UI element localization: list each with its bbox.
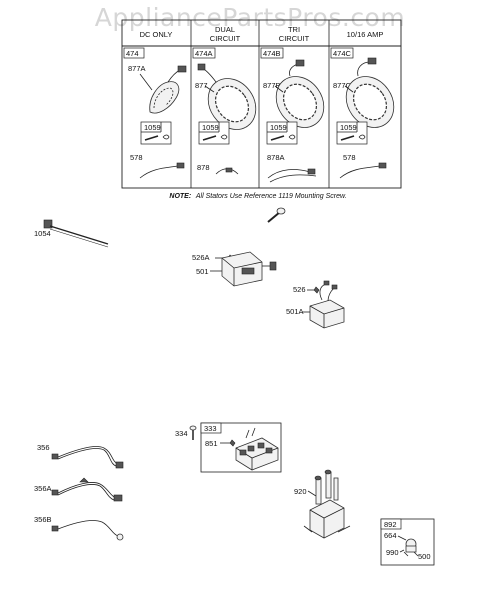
regulator-501-drawing (210, 251, 277, 287)
column-header-10-16-amp: 10/16 AMP (347, 30, 384, 39)
part-number-877A[interactable]: 877A (128, 64, 146, 73)
part-number-501[interactable]: 501 (196, 267, 209, 276)
kit-number-box (260, 47, 284, 59)
part-number-500[interactable]: 500 (418, 552, 431, 561)
part-number-920[interactable]: 920 (294, 487, 307, 496)
part-number-1059[interactable]: 1059 (144, 123, 161, 132)
part-number-334[interactable]: 334 (175, 429, 188, 438)
key-switch-drawing (397, 535, 419, 557)
part-number-878[interactable]: 878 (197, 163, 210, 172)
part-number-356B[interactable]: 356B (34, 515, 52, 524)
solenoid-920-drawing (303, 469, 351, 539)
kit-number-box (200, 422, 222, 434)
part-number-1054[interactable]: 1054 (34, 229, 51, 238)
part-number-877B[interactable]: 877B (263, 81, 281, 90)
kit-number-box (330, 47, 354, 59)
note-prefix: NOTE: (169, 193, 191, 200)
stator-10-16-amp-drawing (344, 57, 395, 128)
stator-table: DC ONLY DUAL CIRCUIT TRI CIRCUIT 10/16 A… (121, 19, 402, 189)
part-number-501A[interactable]: 501A (286, 307, 304, 316)
part-number-878A[interactable]: 878A (267, 153, 285, 162)
part-number-333[interactable]: 333 (204, 424, 217, 433)
part-number-990[interactable]: 990 (386, 548, 399, 557)
stator-tri-circuit-drawing (274, 59, 325, 128)
kit-number-box (192, 47, 216, 59)
kit-number-474C[interactable]: 474C (333, 49, 352, 58)
column-header-tri-circuit-line1: TRI (288, 25, 300, 34)
kit-number-box (123, 47, 145, 59)
part-number-578[interactable]: 578 (130, 153, 143, 162)
screw-334-drawing (189, 425, 197, 440)
table-border (121, 19, 402, 189)
kit-number-box (380, 518, 402, 530)
part-number-892[interactable]: 892 (384, 520, 397, 529)
note-text: All Stators Use Reference 1119 Mounting … (195, 193, 347, 200)
cable-356A-drawing (51, 477, 123, 502)
column-header-tri-circuit-line2: CIRCUIT (279, 34, 310, 43)
regulator-501A-drawing (302, 280, 345, 329)
column-header-dual-circuit-line2: CIRCUIT (210, 34, 241, 43)
stator-dual-circuit-drawing (197, 63, 257, 130)
kit-number-474[interactable]: 474 (126, 49, 139, 58)
part-number-356[interactable]: 356 (37, 443, 50, 452)
cable-tie-drawing (43, 219, 109, 248)
part-number-356A[interactable]: 356A (34, 484, 52, 493)
stator-dc-only-drawing (139, 65, 187, 114)
part-number-1059[interactable]: 1059 (202, 123, 219, 132)
note-line: NOTE: All Stators Use Reference 1119 Mou… (169, 193, 346, 200)
kit-number-474B[interactable]: 474B (263, 49, 281, 58)
column-header-dc-only: DC ONLY (140, 30, 173, 39)
cable-356-drawing (51, 446, 124, 469)
part-number-526[interactable]: 526 (293, 285, 306, 294)
part-number-851[interactable]: 851 (205, 439, 218, 448)
rectifier-333-drawing (220, 427, 279, 471)
part-number-526A[interactable]: 526A (192, 253, 210, 262)
harness-wire-drawing (139, 162, 387, 183)
clip-icon (162, 134, 366, 140)
kit-number-474A[interactable]: 474A (195, 49, 213, 58)
part-number-877[interactable]: 877 (195, 81, 208, 90)
part-number-1059[interactable]: 1059 (340, 123, 357, 132)
part-number-578[interactable]: 578 (343, 153, 356, 162)
cable-356B-drawing (51, 520, 124, 541)
part-number-877C[interactable]: 877C (333, 81, 352, 90)
column-header-dual-circuit-line1: DUAL (215, 25, 235, 34)
part-number-664[interactable]: 664 (384, 531, 397, 540)
part-number-1059[interactable]: 1059 (270, 123, 287, 132)
mounting-screw-1119-drawing (267, 207, 286, 223)
watermark-text: AppliancePartsPros.com (95, 3, 405, 32)
screw-icon (144, 135, 355, 141)
